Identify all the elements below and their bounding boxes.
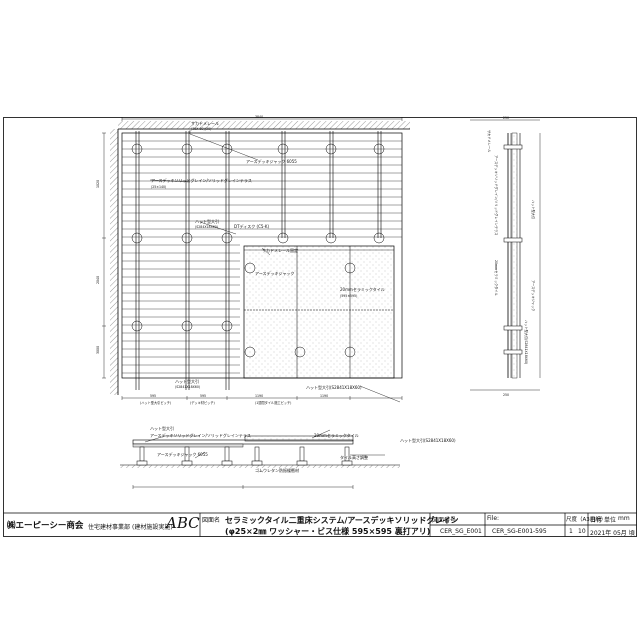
side-label-jack: アースデッキジャック xyxy=(531,280,536,311)
dim-left-2: 2040 xyxy=(96,276,100,284)
plan-view: サカドメレール (35X 80)(30) アースデッキジャック 6055 アース… xyxy=(96,115,410,405)
drawing-name-label: 図面名 xyxy=(202,517,221,524)
wall-hatch-left xyxy=(110,129,118,395)
side-label-earth: アースデッキソリッドグレイン/ソリッドグレインテラス xyxy=(494,155,499,235)
note-pitch: (ハット型大引ピッチ) xyxy=(140,400,171,405)
label-sakatsuchi-rail-spec: (35X 80)(30) xyxy=(191,127,211,131)
label-ceramic-tile: 20mmセラミックタイル xyxy=(340,286,385,292)
drawing-no-label: 図面番号 xyxy=(432,517,457,524)
section-view: ハット型大引 アースデッキソリッドグレイン/ソリッドグレインテラス 20mmセラ… xyxy=(120,425,456,489)
sheet-frame xyxy=(3,117,637,537)
unit-label: 単位 xyxy=(604,517,617,524)
label-earth-solid: アースデッキソリッドグレイン/ソリッドグレインテラス xyxy=(151,177,252,183)
company-name: ㈱エーピーシー商会 xyxy=(7,521,84,531)
scale-num: 1 xyxy=(569,528,573,535)
sec-label-hat: ハット型大引 xyxy=(150,425,174,431)
side-dim-top: 250 xyxy=(503,116,509,120)
side-dim-bottom: 250 xyxy=(503,393,509,397)
sec-label-hat2: ハット型大引(S2841X18X60) xyxy=(400,437,456,443)
side-label-rail: サカドメレール xyxy=(487,130,492,153)
side-section: 250 250 サカドメレール アースデッキソリッドグレイン/ソリッドグレインテ… xyxy=(470,116,541,397)
label-hat-beam: ハット型大引 xyxy=(195,218,219,224)
side-label-ceramic: 20mmセラミックタイル xyxy=(494,260,499,296)
dim-top: 3840 xyxy=(255,115,263,119)
sec-label-ceramic: 20mmセラミックタイル xyxy=(314,432,359,438)
dim-bottom-2: 595 xyxy=(200,394,206,398)
sec-label-jack: アースデッキジャック 6055 xyxy=(157,451,208,457)
title-block-lines xyxy=(3,512,637,537)
label-hat-beam2: ハット型大引(S2841X18X60) xyxy=(306,384,362,390)
sec-label-tile-adj: タイル高さ調整 xyxy=(340,454,368,460)
sec-label-urethane: ゴムウレタン防振緩衝材 xyxy=(255,467,299,473)
label-sakatsuchi-rail: サカドメレール xyxy=(191,121,219,126)
note-deck-pitch: (デッキ材ピッチ) xyxy=(190,400,215,405)
scale-label: 尺度（A3用紙） xyxy=(566,517,607,523)
logo-note: (建材施設実施) xyxy=(132,524,173,531)
tile-area xyxy=(243,245,395,379)
label-rail-fix: サカドメレール固定 xyxy=(262,247,298,253)
deck-boards xyxy=(122,140,402,374)
drawing-title-line1: セラミックタイル二重床システム/アースデッキソリッドグレイン xyxy=(225,516,459,525)
dim-left-3: 3000 xyxy=(96,346,100,354)
scale-den: 10 xyxy=(578,528,586,535)
label-dt-disk: DTディスク (C5-K) xyxy=(234,223,269,229)
label-earth-jack: アースデッキジャック 6055 xyxy=(246,158,297,164)
side-label-hat: ハット型大引 xyxy=(531,200,536,219)
label-ceramic-tile-spec: (595×595) xyxy=(340,294,357,298)
dim-bottom-3: 1190 xyxy=(255,394,263,398)
dim-bottom-4: 1190 xyxy=(320,394,328,398)
label-hat-beam3: ハット型大引 xyxy=(175,378,199,384)
label-earth-jack2: アースデッキジャック xyxy=(255,270,294,276)
drawing-title-line2: (φ25×2㎜ ワッシャー・ビス仕様 595×595 裏打アリ) xyxy=(225,527,431,536)
drawing-no: CER_SG_E001 xyxy=(440,528,482,535)
note-tile-pitch: (1週間タイル施工ピッチ) xyxy=(255,400,291,405)
label-hat-beam3-spec: (S2841X18X60) xyxy=(175,385,200,389)
label-earth-solid-spec: (25×140) xyxy=(151,185,166,189)
date-label: 日付 xyxy=(590,517,603,524)
file-label: File: xyxy=(487,515,500,522)
sec-label-earth-solid: アースデッキソリッドグレイン/ソリッドグレインテラス xyxy=(150,432,251,438)
wall-hatch-top xyxy=(118,121,410,129)
abc-logo: ABC xyxy=(166,514,200,532)
dim-bottom-1: 595 xyxy=(150,394,156,398)
file-name: CER_SG-E001-595 xyxy=(492,528,547,535)
label-hat-beam-spec: (S284X18X60) xyxy=(195,225,218,229)
date-value: 2021年 05月 頃 xyxy=(590,530,635,537)
dim-left-1: 1020 xyxy=(96,180,100,188)
hat-beams xyxy=(135,131,382,390)
company-dept: 住宅建材事業部 xyxy=(88,524,131,531)
unit-value: mm xyxy=(618,515,630,522)
side-label-hat2: ハット型大引(S2841X18X60) xyxy=(524,320,529,364)
jack-markers xyxy=(131,143,385,358)
